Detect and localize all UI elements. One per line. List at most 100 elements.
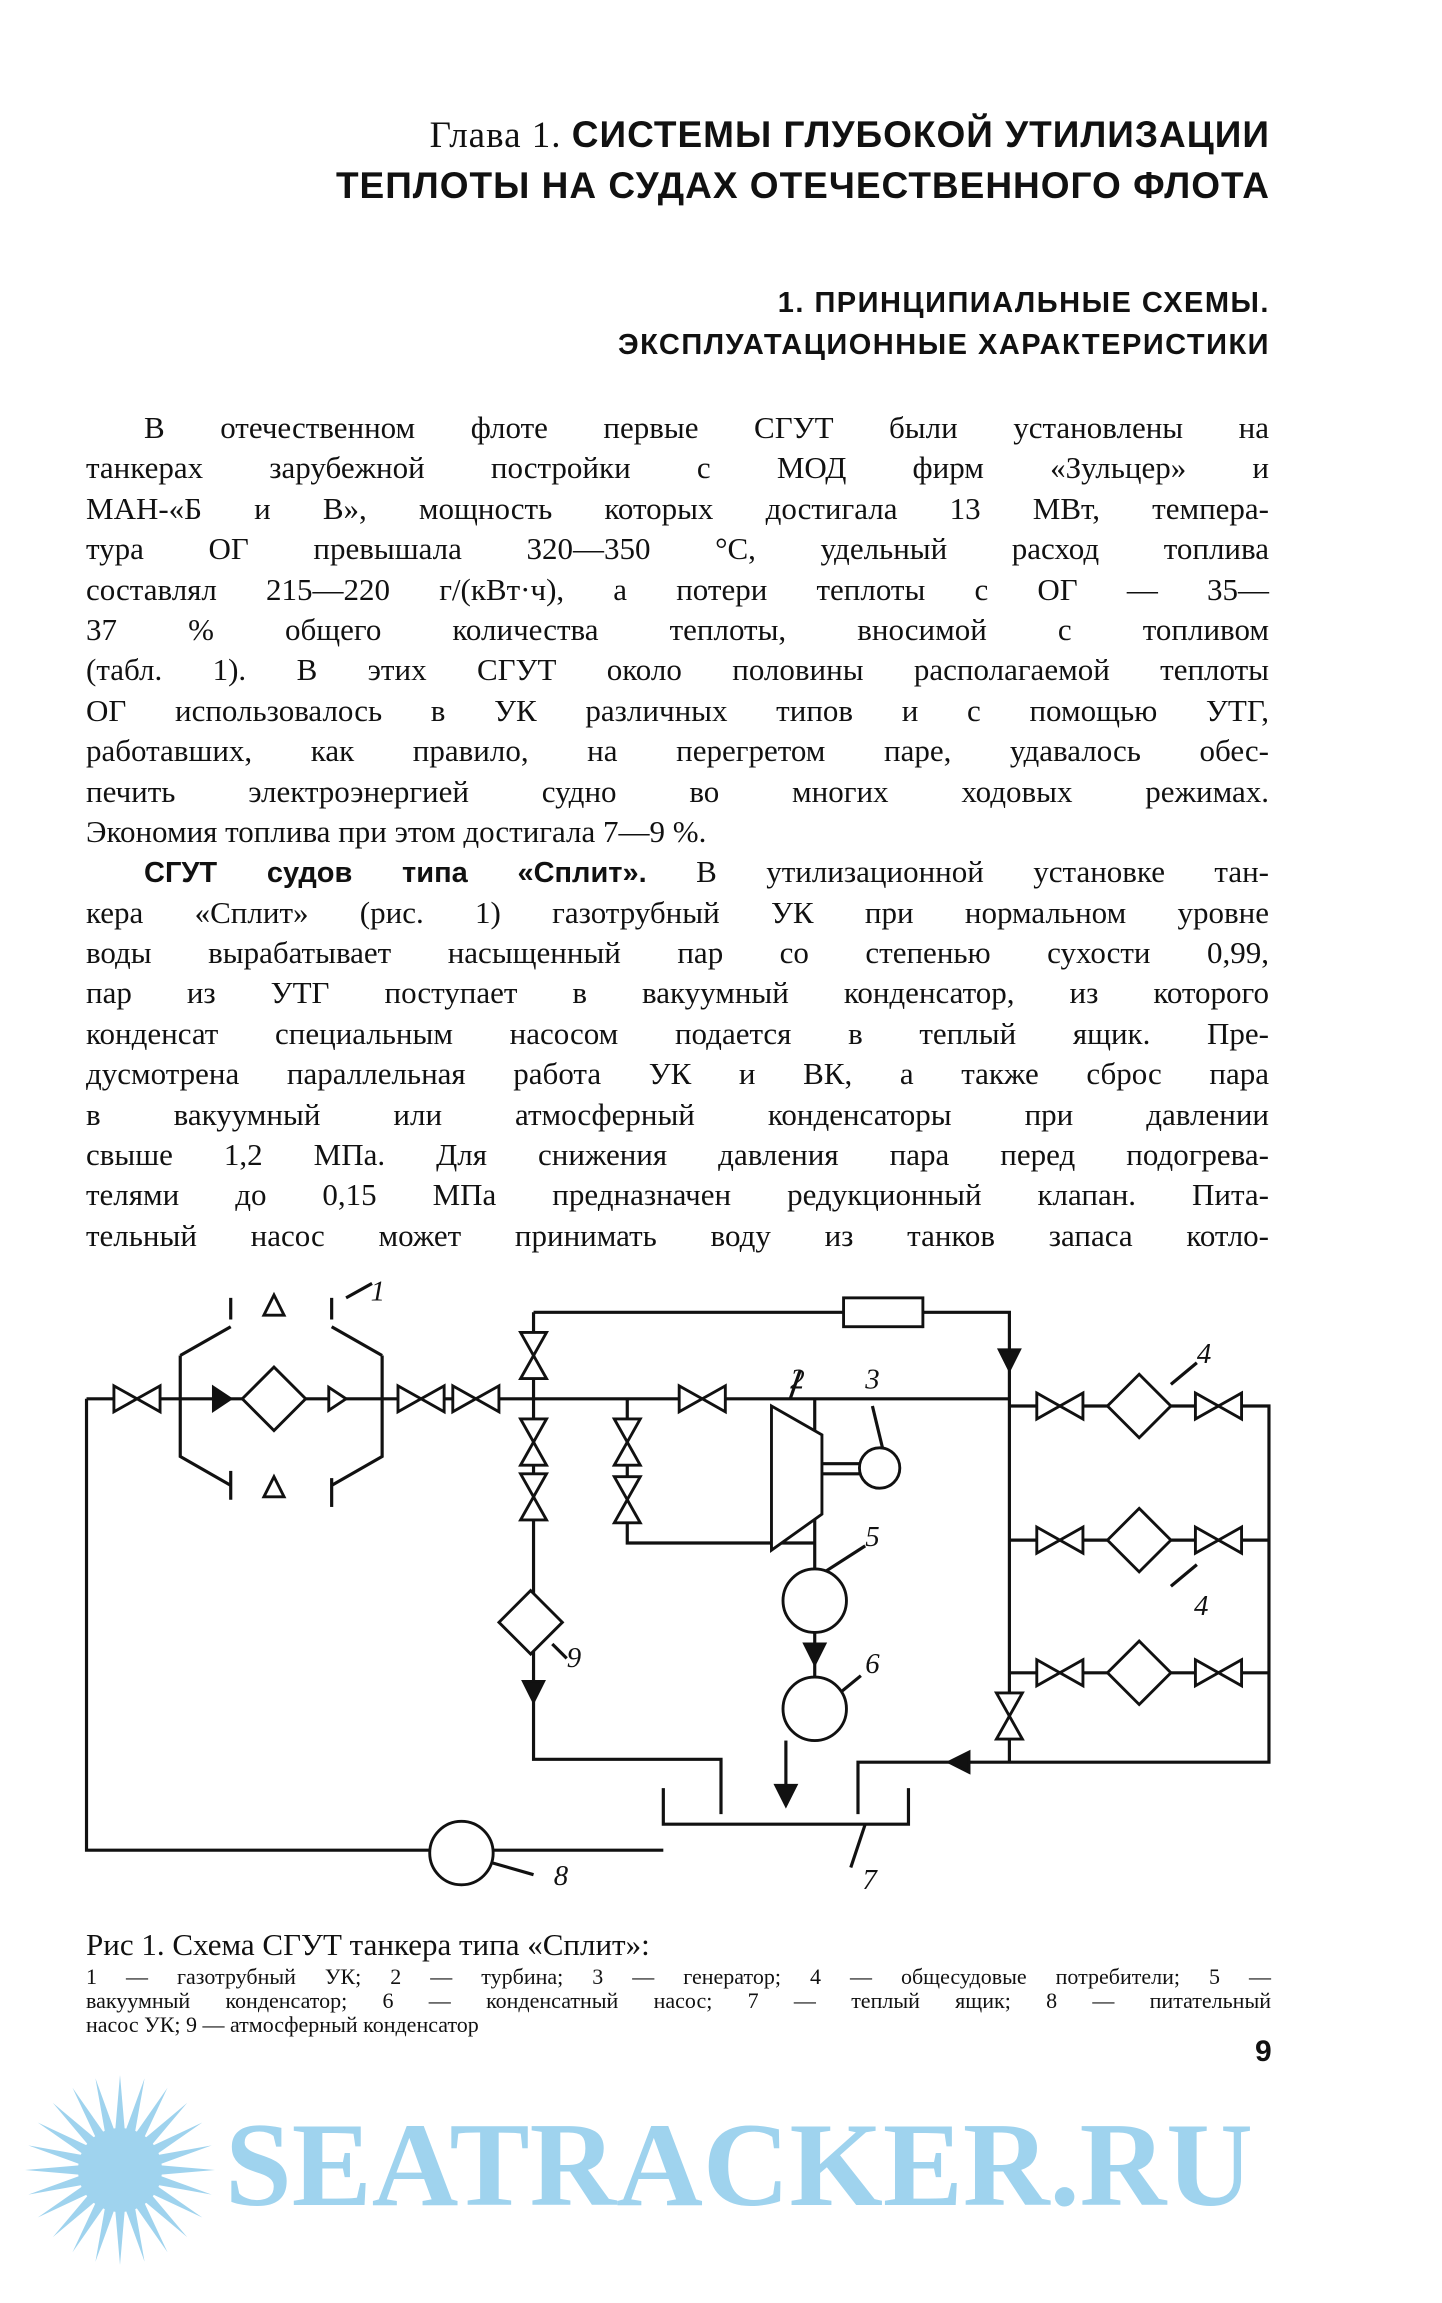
valve-icon [112, 1383, 140, 1415]
valve-icon [1035, 1524, 1063, 1556]
text-line: В отечественном флоте первые СГУТ были у… [144, 410, 1269, 445]
valve-icon [396, 1383, 425, 1415]
valve-icon [1056, 1524, 1085, 1556]
text-line: Экономия топлива при этом достигала 7—9 … [86, 813, 707, 849]
diagram-label: 6 [865, 1648, 880, 1680]
valve-icon [134, 1383, 162, 1415]
paragraph-1: В отечественном флоте первые СГУТ были у… [86, 408, 1269, 852]
text-line: (табл. 1). В этих СГУТ около половины ра… [86, 652, 1269, 688]
sun-ray-icon [37, 2122, 89, 2155]
valve-icon [993, 1713, 1025, 1741]
diagram-label: 1 [371, 1276, 385, 1308]
valve-icon [518, 1472, 549, 1500]
paragraph-2: кера «Сплит» (рис. 1) газотрубный УК при… [86, 893, 1269, 1257]
diagram-label: 5 [865, 1521, 879, 1553]
sun-ray-icon [135, 2201, 168, 2253]
valve-icon [993, 1691, 1025, 1719]
paragraph-2-heading: СГУТ судов типа «Сплит». [144, 857, 647, 890]
section-heading-line-2: ЭКСПЛУАТАЦИОННЫЕ ХАРАКТЕРИСТИКИ [617, 329, 1270, 361]
valve-icon [1193, 1524, 1222, 1556]
valve-icon [451, 1383, 479, 1415]
sun-ray-icon [115, 2075, 125, 2131]
valve-icon [699, 1383, 727, 1415]
text-line: дусмотрена параллельная работа УК и ВК, … [86, 1056, 1269, 1092]
pipe-line [533, 1310, 1011, 1763]
text-line: телями до 0,15 МПа предназначен редукцио… [86, 1177, 1269, 1213]
valve-icon [1215, 1524, 1244, 1556]
text-line: кера «Сплит» (рис. 1) газотрубный УК при… [86, 894, 1269, 930]
chapter-title-line-1: СИСТЕМЫ ГЛУБОКОЙ УТИЛИЗАЦИИ [571, 114, 1270, 155]
heat-exchanger-icon [1105, 1372, 1173, 1440]
valve-icon [518, 1493, 549, 1522]
text-line: печить электроэнергией судно во многих х… [86, 773, 1269, 809]
flow-arrow-icon [261, 1473, 287, 1499]
generator-icon [857, 1446, 902, 1490]
sun-ray-icon [151, 2122, 203, 2155]
pipe-line [788, 1369, 802, 1400]
sun-ray-icon [144, 2194, 188, 2238]
valve-icon [1056, 1657, 1085, 1689]
text-line: составлял 215—220 г/(кВт·ч), а потери те… [86, 571, 1269, 607]
valve-icon [472, 1383, 501, 1415]
pipe-line [849, 1823, 867, 1868]
diagram-label: 4 [1194, 1590, 1208, 1622]
flow-arrow-icon [945, 1749, 971, 1775]
diagram-label: 9 [567, 1642, 581, 1674]
sun-ray-icon [125, 2207, 145, 2262]
sun-ray-icon [135, 2087, 168, 2139]
turbine-icon [770, 1403, 824, 1554]
valve-icon [1056, 1390, 1085, 1422]
valve-icon [611, 1417, 643, 1446]
sun-ray-icon [144, 2102, 188, 2146]
text-line: конденсат специальным насосом подается в… [86, 1015, 1269, 1051]
sun-ray-icon [72, 2201, 105, 2253]
pipe-line [870, 1405, 885, 1449]
pipe-line [823, 1544, 867, 1574]
watermark: SEATRACKER.RU [225, 2098, 1253, 2231]
text-line: 37 % общего количества теплоты, вносимой… [86, 611, 1269, 647]
sun-ray-icon [151, 2185, 203, 2218]
diagram-label: 4 [1197, 1338, 1211, 1370]
flow-arrow-icon [802, 1642, 828, 1668]
diagram-label: 7 [862, 1864, 878, 1896]
text-line: МАН-«Б и В», мощность которых достигала … [86, 490, 1269, 526]
pipe-line [661, 1788, 911, 1826]
flow-arrow-icon [261, 1291, 287, 1317]
reduction-valve-icon [842, 1296, 925, 1329]
figure-caption: Рис 1. Схема СГУТ танкера типа «Сплит»: … [86, 1925, 1271, 2037]
pipe-line [551, 1642, 568, 1660]
section-heading-line-1: 1. ПРИНЦИПИАЛЬНЫЕ СХЕМЫ. [777, 287, 1270, 319]
flow-arrow-icon [327, 1384, 349, 1414]
caption-line: вакуумный конденсатор; 6 — конденсатный … [86, 1988, 1271, 2013]
pipe-line [856, 1404, 1271, 1815]
heat-exchanger-icon [496, 1588, 565, 1657]
sun-ray-icon [95, 2207, 115, 2262]
valve-icon [611, 1439, 643, 1467]
valve-icon [418, 1383, 446, 1415]
sun-ray-icon [125, 2078, 145, 2133]
pipe-line [330, 1325, 383, 1357]
pipe-line [84, 1398, 430, 1852]
text-line: тура ОГ превышала 320—350 °С, удельный р… [86, 531, 1269, 567]
diagram-label: 8 [554, 1860, 569, 1892]
valve-icon [1215, 1657, 1244, 1689]
valve-icon [518, 1417, 549, 1446]
heat-exchanger-icon [1105, 1639, 1173, 1707]
sun-ray-icon [95, 2078, 115, 2133]
text-line: свыше 1,2 МПа. Для снижения давления пар… [86, 1137, 1269, 1173]
valve-icon [518, 1439, 549, 1467]
valve-icon [1193, 1657, 1222, 1689]
pipe-line [531, 1312, 723, 1815]
text-line: воды вырабатывает насыщенный пар со степ… [86, 935, 1269, 971]
valve-icon [611, 1496, 643, 1525]
paragraph-2-first-line: СГУТ судов типа «Сплит». В утилизационно… [86, 852, 1269, 892]
valve-icon [1215, 1390, 1244, 1422]
text-line: пар из УТГ поступает в вакуумный конденс… [86, 975, 1269, 1011]
chapter-prefix: Глава 1. [429, 115, 562, 156]
pipe-line [1169, 1563, 1198, 1588]
caption-line: насос УК; 9 — атмосферный конденсатор [86, 2012, 479, 2037]
sun-ray-icon [52, 2194, 96, 2238]
sun-ray-icon [115, 2209, 125, 2265]
pipe-line [345, 1282, 373, 1300]
sun-logo-icon [25, 2075, 215, 2265]
